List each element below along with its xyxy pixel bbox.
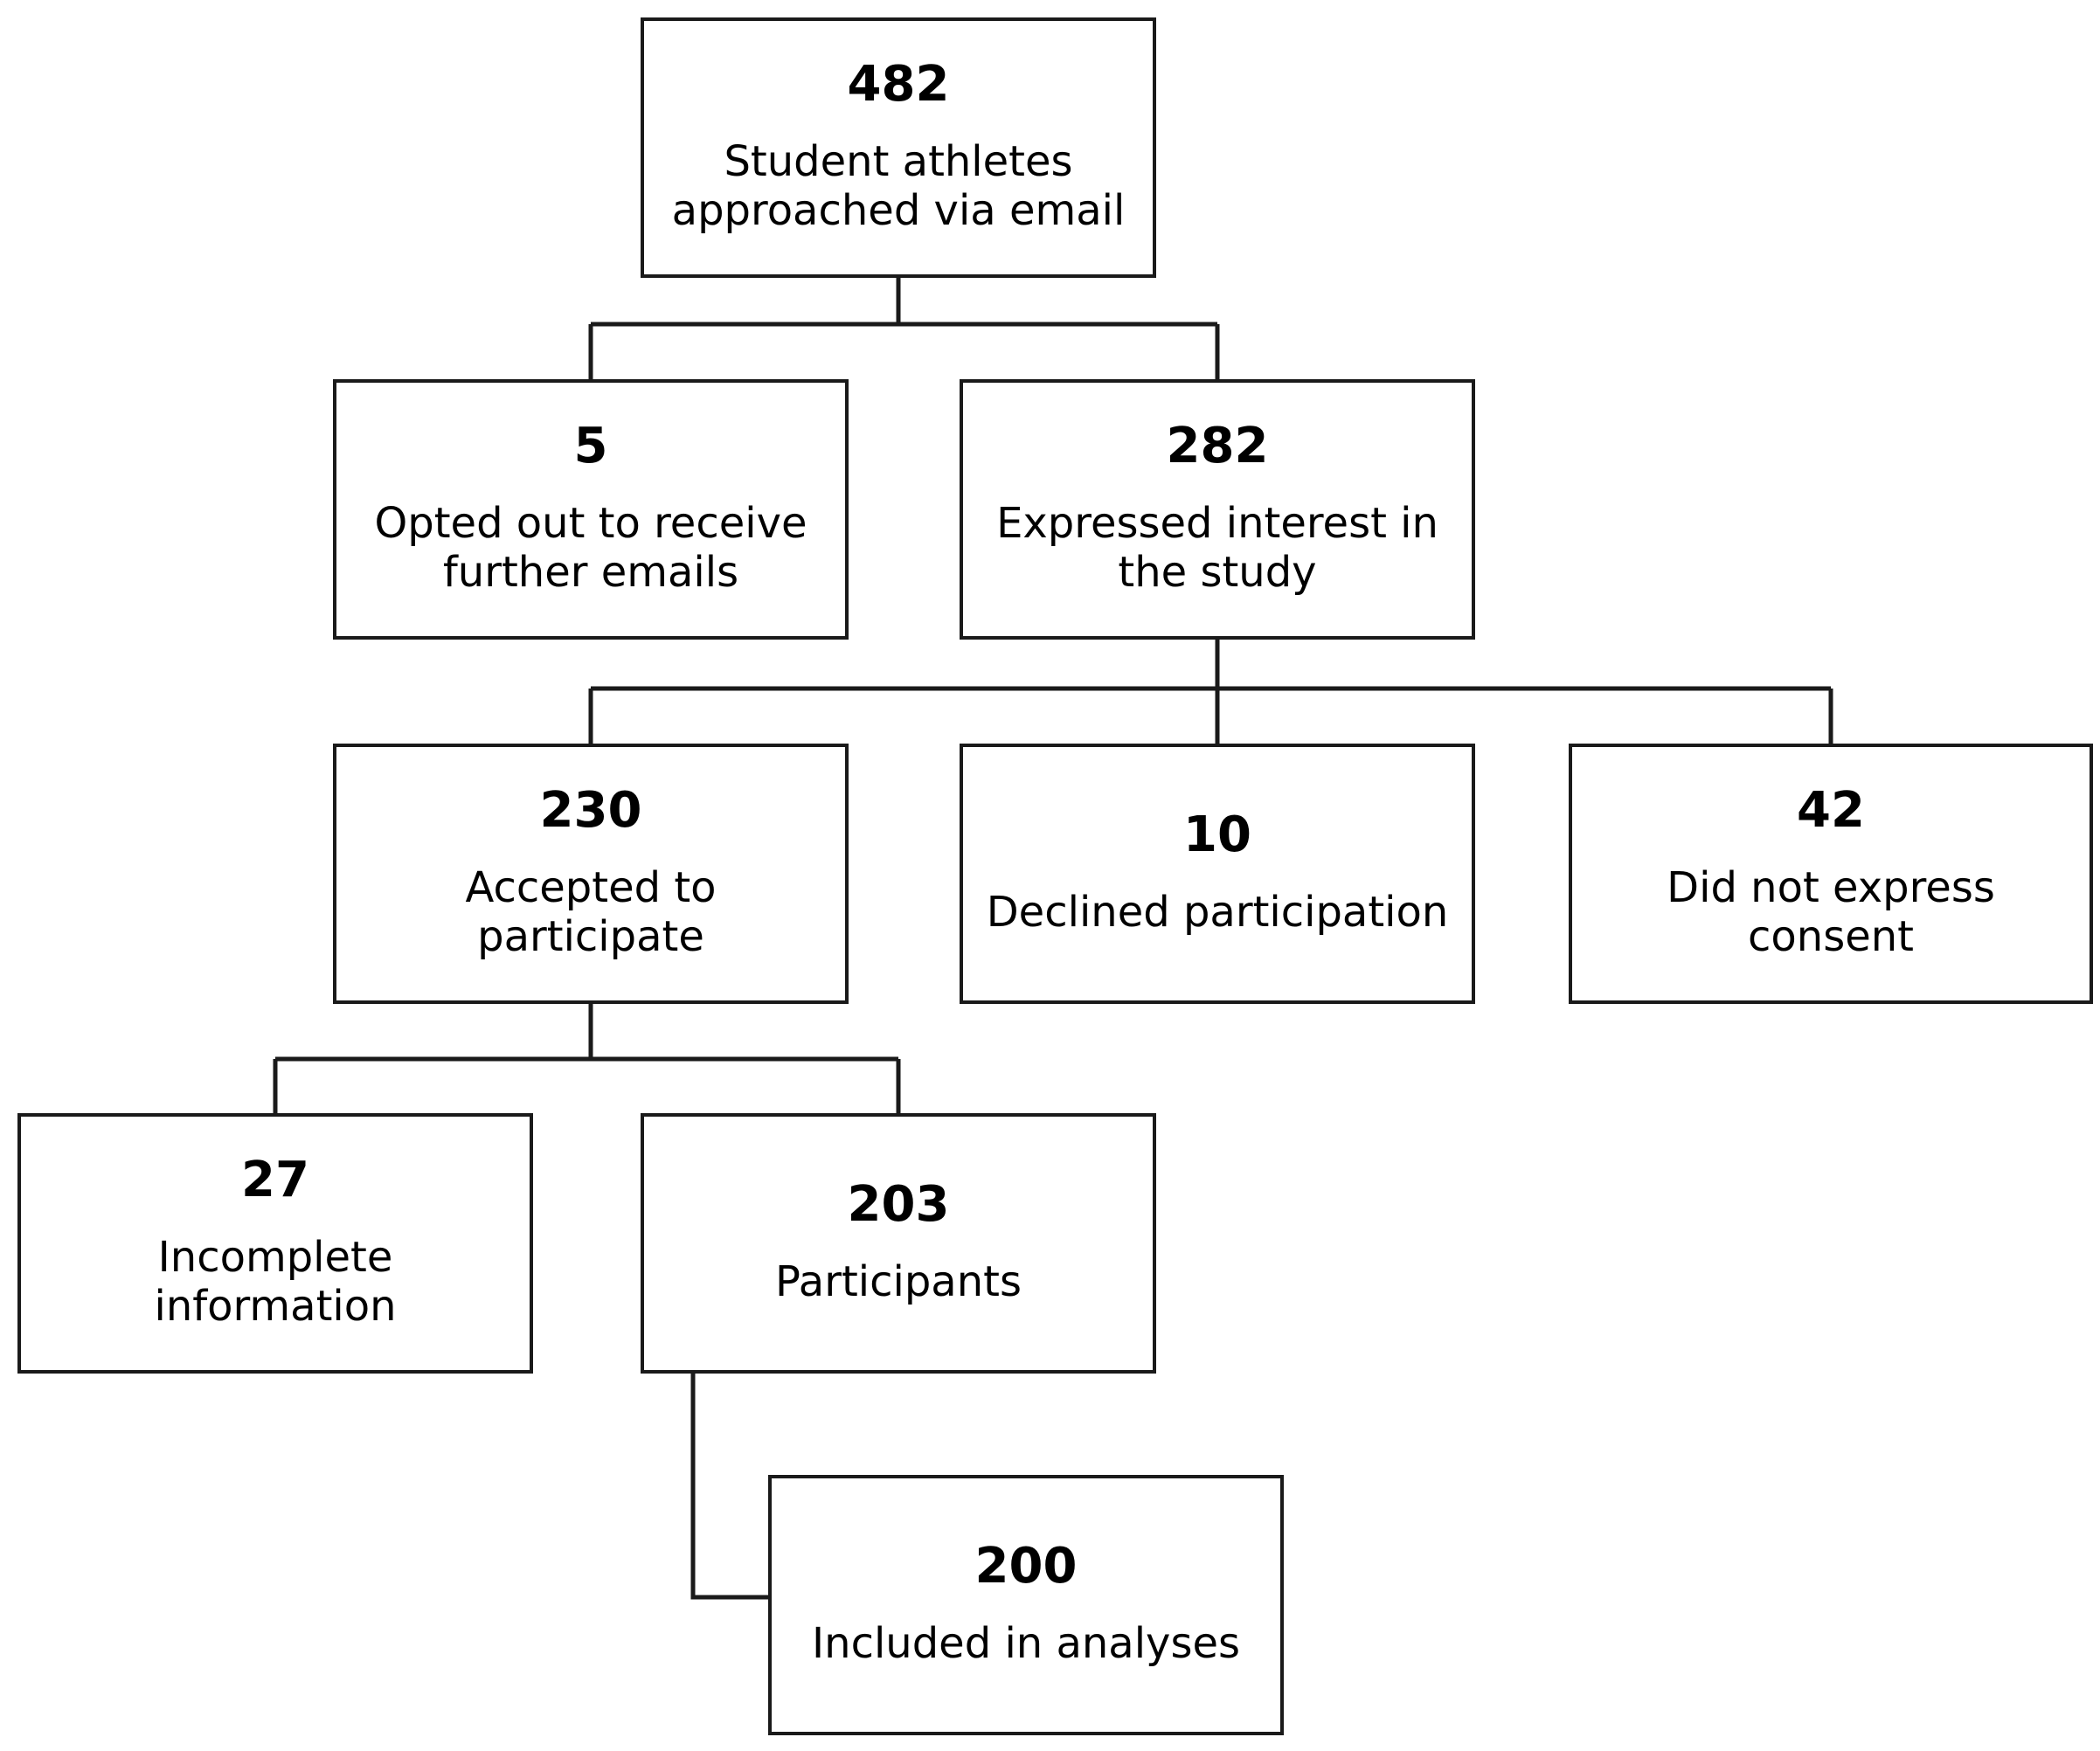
node-included: 200 Included in analyses [768, 1475, 1284, 1735]
node-participants-count: 203 [847, 1176, 950, 1234]
node-incomplete-label: Incomplete information [154, 1232, 397, 1332]
node-declined-count: 10 [1183, 806, 1251, 864]
node-no-consent-count: 42 [1797, 781, 1865, 839]
edge-participants-to-included [690, 1374, 768, 1600]
node-approached: 482 Student athletes approached via emai… [641, 17, 1156, 278]
node-included-count: 200 [974, 1538, 1078, 1595]
node-no-consent-label: Did not express consent [1667, 862, 1995, 962]
node-expressed-interest: 282 Expressed interest in the study [960, 379, 1475, 640]
node-declined: 10 Declined participation [960, 744, 1475, 1004]
node-no-consent: 42 Did not express consent [1569, 744, 2093, 1004]
node-opted-out-count: 5 [573, 417, 608, 474]
node-participants-label: Participants [775, 1257, 1022, 1307]
node-declined-label: Declined participation [986, 888, 1449, 938]
node-expressed-interest-label: Expressed interest in the study [996, 498, 1438, 598]
node-accepted: 230 Accepted to participate [333, 744, 849, 1004]
node-approached-label: Student athletes approached via email [671, 136, 1126, 236]
node-incomplete: 27 Incomplete information [17, 1113, 533, 1374]
node-participants: 203 Participants [641, 1113, 1156, 1374]
node-incomplete-count: 27 [241, 1151, 309, 1208]
node-opted-out: 5 Opted out to receive further emails [333, 379, 849, 640]
node-approached-count: 482 [847, 55, 950, 113]
node-accepted-label: Accepted to participate [465, 862, 717, 962]
node-opted-out-label: Opted out to receive further emails [374, 498, 807, 598]
node-accepted-count: 230 [539, 781, 642, 839]
node-included-label: Included in analyses [811, 1619, 1240, 1669]
node-expressed-interest-count: 282 [1166, 417, 1269, 474]
